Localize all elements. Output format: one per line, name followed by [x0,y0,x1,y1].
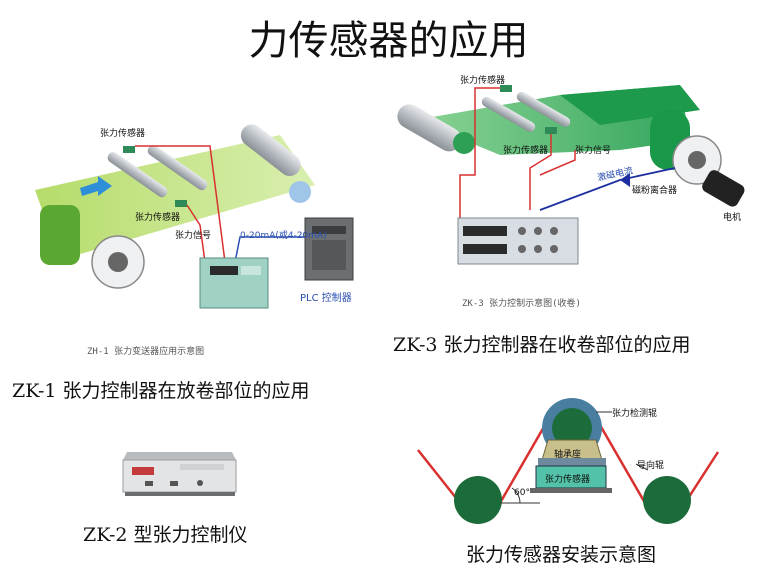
signal-wire-2 [186,204,206,263]
label-sensor-top: 张力传感器 [100,129,146,139]
page-title: 力传感器的应用 [248,18,529,64]
label-plc: PLC 控制器 [300,293,352,304]
label-motor: 电机 [723,213,742,223]
label-signal: 张力信号 [175,231,212,241]
label-guide-roll: 导向辊 [637,461,665,471]
output-wire [234,236,312,263]
roller-b [481,96,536,132]
roller-3 [240,124,301,176]
web-band [35,135,315,260]
signal-wire [135,145,226,263]
fig3-caption: ZK-2 型张力控制仪 [83,524,248,546]
label-sensor: 张力传感器 [545,475,591,485]
fig1-subcaption: ZH-1 张力变送器应用示意图 [87,347,205,357]
fig1-caption: ZK-1 张力控制器在放卷部位的应用 [12,380,310,402]
roller-a [397,104,462,152]
label-angle: 60° [514,488,530,498]
roller-1 [107,151,168,198]
signal-wire-c [539,150,576,176]
roller-c [516,91,571,127]
label-current: 0-20mA(或4-20mA) [240,231,327,241]
fig4-caption: 张力传感器安装示意图 [466,544,657,566]
guide-roll-right [643,476,691,524]
label-detect-roll: 张力检测辊 [612,409,658,419]
label-sensor-bottom: 张力传感器 [135,213,181,223]
tension-sensor-bottom [175,200,187,207]
label-signal-2: 张力信号 [575,146,612,156]
fig2-caption: ZK-3 张力控制器在收卷部位的应用 [393,334,691,356]
tension-sensor-top [123,146,135,153]
controller-panel [457,217,579,265]
tension-sensor-a [500,85,512,92]
fig2-subcaption: ZK-3 张力控制示意图(收卷) [462,299,581,309]
label-clutch: 磁粉离合器 [632,186,678,196]
roller-2 [147,144,208,191]
label-sensor-a: 张力传感器 [460,76,506,86]
motor [702,170,745,207]
label-bearing: 轴承座 [554,450,582,460]
label-sensor-b: 张力传感器 [503,146,549,156]
signal-wire-a [459,87,500,240]
unwind-roll [40,205,80,265]
flow-arrow [80,176,112,196]
signal-wire-b [529,134,552,210]
tension-sensor-b [545,127,557,134]
guide-roll-left [454,476,502,524]
